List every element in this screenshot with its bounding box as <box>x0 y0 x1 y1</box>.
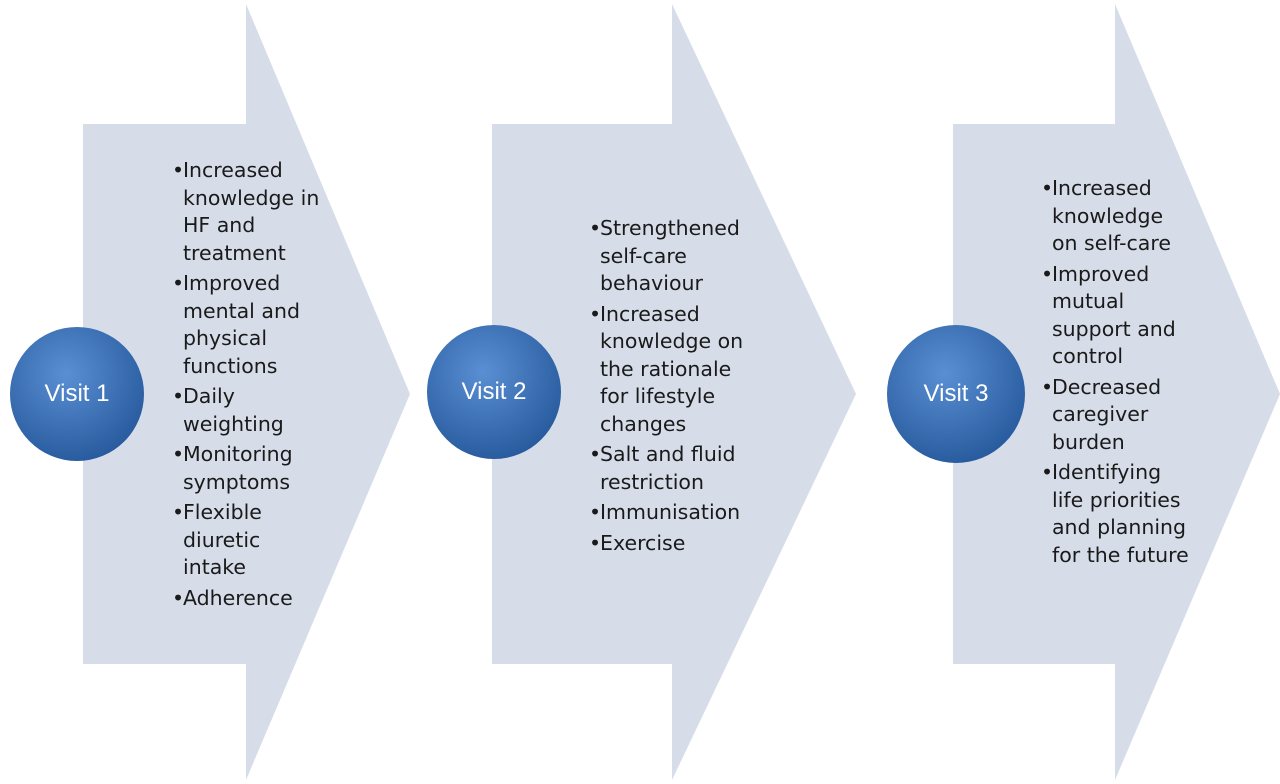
visit-2-item: Strengthened self-care behaviour <box>589 215 759 298</box>
visit-2-label-text: Visit 2 <box>461 378 527 405</box>
visit-1-item: Adherence <box>172 585 322 613</box>
visit-2-item: Exercise <box>589 530 759 558</box>
visit-3-item: Increased knowledge on self-care <box>1041 175 1191 258</box>
visit-2-item: Immunisation <box>589 499 759 527</box>
visit-3-label-text: Visit 3 <box>923 380 989 407</box>
visit-1-item: Improved mental and physical functions <box>172 270 322 380</box>
visit-2-item: Increased knowledge on the rationale for… <box>589 301 759 439</box>
visit-2-circle-shape <box>427 325 561 459</box>
visit-3-item: Decreased caregiver burden <box>1041 374 1191 457</box>
visit-1-label: Visit 1 <box>10 327 144 461</box>
visit-1-item: Monitoring symptoms <box>172 441 322 496</box>
visit-1-item: Increased knowledge in HF and treatment <box>172 157 322 267</box>
visit-2-item: Salt and fluid restriction <box>589 441 759 496</box>
visit-2-outcomes: Strengthened self-care behaviour Increas… <box>589 215 759 560</box>
visit-1-item: Flexible diuretic intake <box>172 499 322 582</box>
visit-3-circle-shape <box>887 325 1025 463</box>
visit-1-circle-shape <box>10 327 144 461</box>
visit-3-item: Identifying life priorities and planning… <box>1041 459 1191 569</box>
visit-1-item: Daily weighting <box>172 383 322 438</box>
visit-1-label-text: Visit 1 <box>44 380 110 407</box>
visit-1-outcomes: Increased knowledge in HF and treatment … <box>172 157 322 615</box>
visit-3-label: Visit 3 <box>887 325 1025 463</box>
visit-3-item: Improved mutual support and control <box>1041 261 1191 371</box>
visit-3-outcomes: Increased knowledge on self-care Improve… <box>1041 175 1191 572</box>
visit-2-label: Visit 2 <box>427 325 561 459</box>
